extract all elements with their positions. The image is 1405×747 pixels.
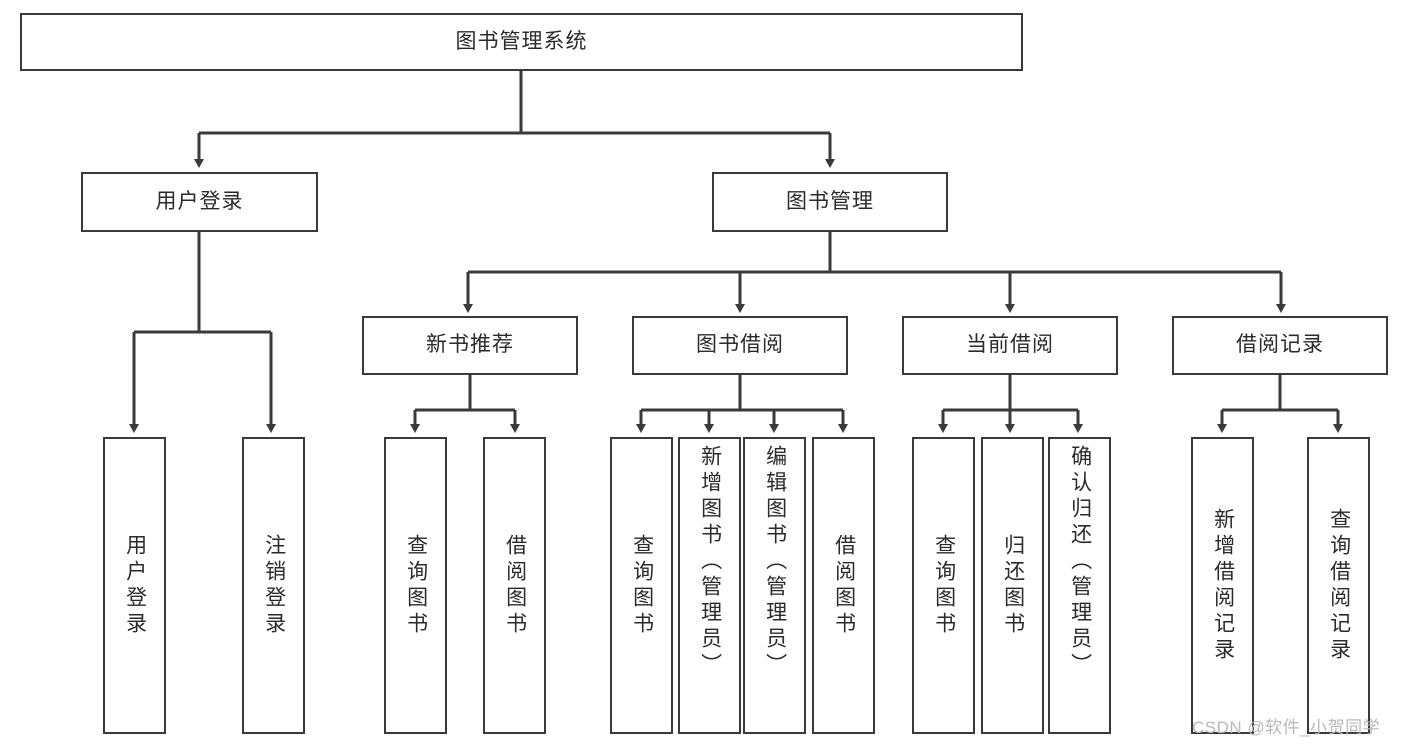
node-current-borrow[interactable]: 当前借阅	[902, 316, 1118, 375]
node-leaf-query-book-recommend[interactable]: 查询图书	[384, 437, 447, 734]
node-label: 归还图书	[1001, 533, 1025, 638]
node-leaf-add-borrow-record[interactable]: 新增借阅记录	[1191, 437, 1254, 734]
node-leaf-query-book-borrow[interactable]: 查询图书	[610, 437, 673, 734]
node-leaf-borrow-book-recommend[interactable]: 借阅图书	[483, 437, 546, 734]
node-label: 新增借阅记录	[1211, 507, 1235, 664]
node-label: 用户登录	[155, 189, 244, 213]
node-label: 查询借阅记录	[1327, 507, 1351, 664]
node-leaf-user-login[interactable]: 用户登录	[103, 437, 166, 734]
node-label: 当前借阅	[966, 333, 1054, 357]
node-label: 借阅图书	[503, 533, 527, 638]
node-label: 查询图书	[932, 533, 956, 638]
node-leaf-query-borrow-record[interactable]: 查询借阅记录	[1307, 437, 1370, 734]
node-label: 图书借阅	[696, 333, 784, 357]
node-label: 借阅记录	[1236, 333, 1324, 357]
node-leaf-return-book[interactable]: 归还图书	[981, 437, 1044, 734]
node-label: 图书管理	[786, 189, 874, 213]
node-label: 借阅图书	[832, 533, 856, 638]
node-leaf-borrow-book[interactable]: 借阅图书	[812, 437, 875, 734]
node-root-system[interactable]: 图书管理系统	[20, 13, 1023, 71]
node-leaf-add-book-admin[interactable]: 新增图书（管理员）	[678, 437, 741, 734]
node-leaf-logout[interactable]: 注销登录	[242, 437, 305, 734]
node-book-management[interactable]: 图书管理	[712, 172, 948, 232]
node-label: 新增图书（管理员）	[698, 445, 722, 679]
node-leaf-confirm-return-admin[interactable]: 确认归还（管理员）	[1048, 437, 1111, 734]
node-label: 编辑图书（管理员）	[763, 445, 787, 679]
node-leaf-query-book-current[interactable]: 查询图书	[912, 437, 975, 734]
node-leaf-edit-book-admin[interactable]: 编辑图书（管理员）	[743, 437, 806, 734]
node-label: 用户登录	[123, 533, 147, 638]
node-book-borrow[interactable]: 图书借阅	[632, 316, 848, 375]
node-label: 新书推荐	[426, 333, 514, 357]
node-label: 查询图书	[630, 533, 654, 638]
node-new-book-recommend[interactable]: 新书推荐	[362, 316, 578, 375]
node-label: 图书管理系统	[455, 29, 588, 53]
node-user-login[interactable]: 用户登录	[81, 172, 318, 232]
node-borrow-record[interactable]: 借阅记录	[1172, 316, 1388, 375]
node-label: 注销登录	[262, 533, 286, 638]
node-label: 查询图书	[404, 533, 428, 638]
watermark: CSDN @软件_小贺同学	[1192, 718, 1381, 737]
node-label: 确认归还（管理员）	[1068, 445, 1092, 679]
